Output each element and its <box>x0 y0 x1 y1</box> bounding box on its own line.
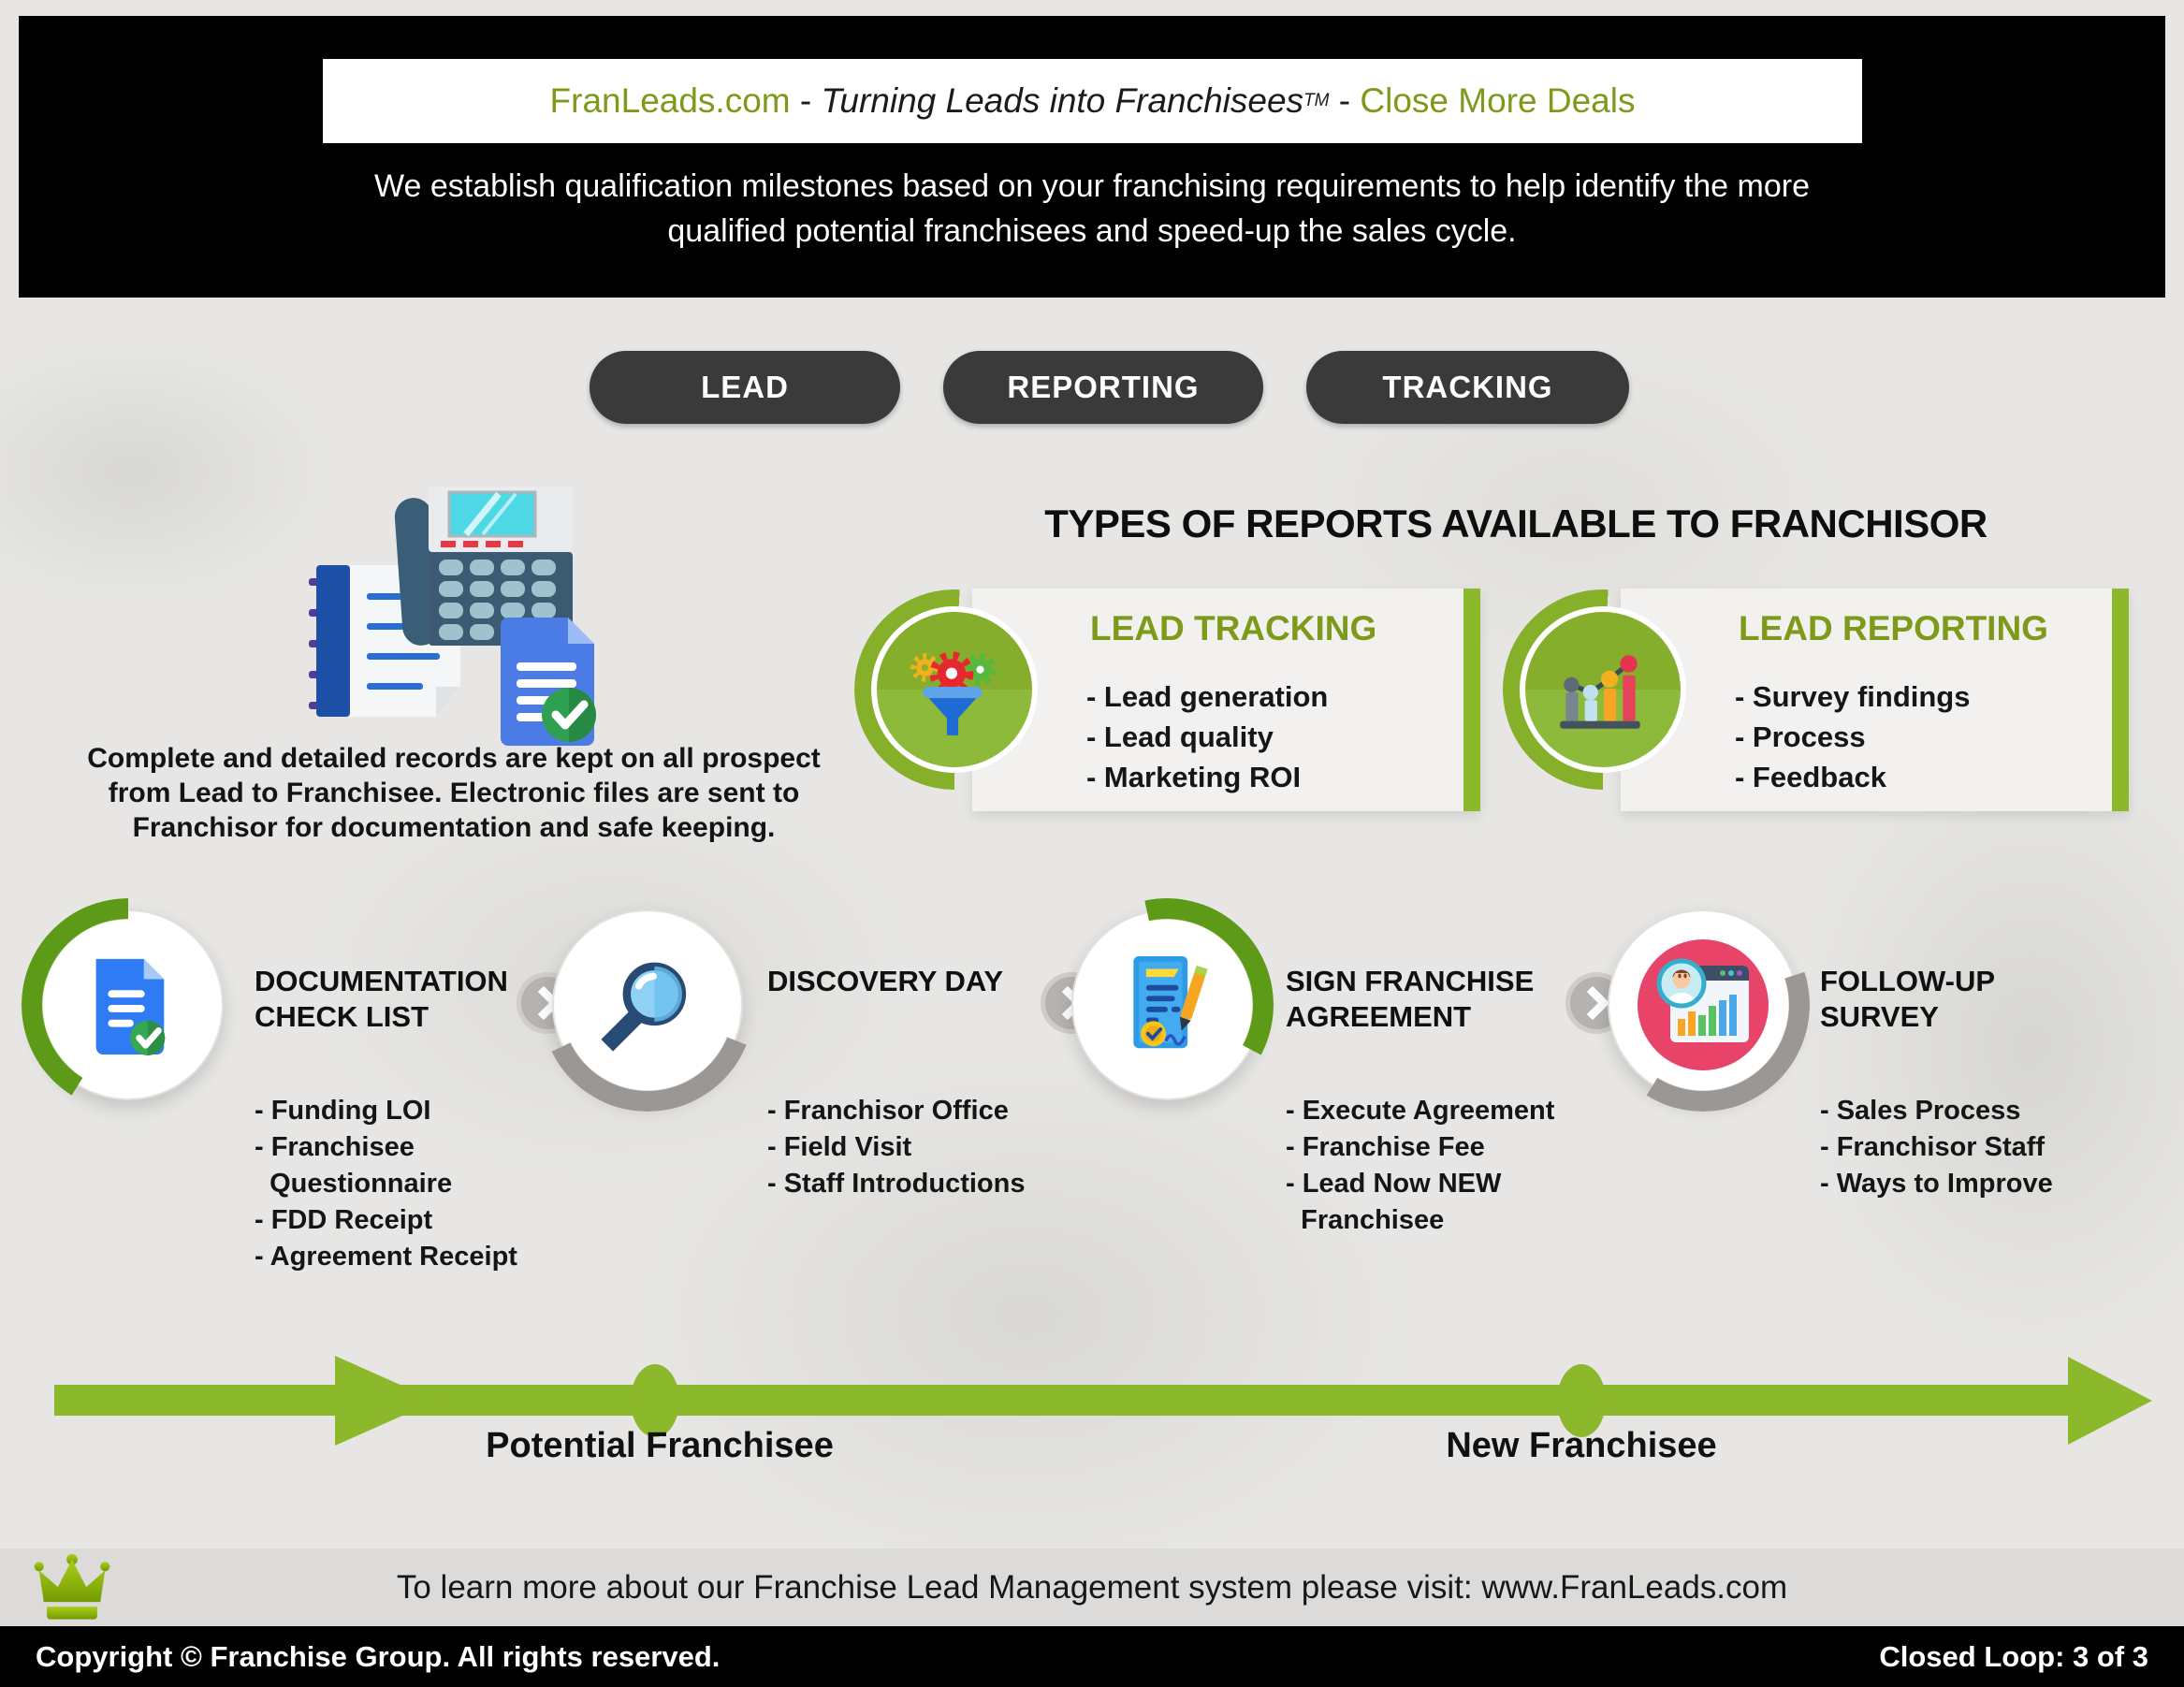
card-accent-bar <box>2112 589 2129 811</box>
list-item: - Funding LOI <box>255 1096 431 1126</box>
step-title-line: SIGN FRANCHISE <box>1286 965 1535 997</box>
list-item: - Marketing ROI <box>1086 761 1302 793</box>
pill-lead[interactable]: LEAD <box>590 351 900 424</box>
timeline-mid-arrow-icon <box>335 1356 436 1446</box>
timeline-label-potential: Potential Franchisee <box>486 1426 834 1465</box>
pill-tracking[interactable]: TRACKING <box>1306 351 1629 424</box>
card-title: LEAD TRACKING <box>1090 609 1377 647</box>
brand-name: FranLeads.com <box>549 81 791 120</box>
records-note-line: from Lead to Franchisee. Electronic file… <box>108 778 800 808</box>
step-title-line: AGREEMENT <box>1286 1000 1472 1033</box>
step-title-line: FOLLOW-UP <box>1820 965 1996 997</box>
reports-heading: TYPES OF REPORTS AVAILABLE TO FRANCHISOR <box>1044 502 1987 545</box>
card-accent-bar <box>1463 589 1480 811</box>
magnifier-icon <box>601 962 687 1052</box>
trademark-mark: TM <box>1303 91 1330 110</box>
list-item: - Franchisor Office <box>767 1096 1009 1126</box>
records-note-line: Complete and detailed records are kept o… <box>87 743 821 774</box>
step-circle-documentation <box>22 898 235 1112</box>
card-items: - Lead generation - Lead quality - Marketi… <box>1086 676 1328 797</box>
list-item: - Field Visit <box>767 1132 912 1162</box>
step-circle-discovery <box>541 898 754 1112</box>
crown-icon <box>33 1552 111 1623</box>
list-item: - FDD Receipt <box>255 1205 433 1235</box>
card-title: LEAD REPORTING <box>1739 609 2048 647</box>
list-item: - Staff Introductions <box>767 1169 1026 1199</box>
list-item: - Lead quality <box>1086 720 1274 753</box>
card-lead-tracking: LEAD TRACKING - Lead generation - Lead qu… <box>972 589 1480 811</box>
copyright-text: Copyright © Franchise Group. All rights … <box>36 1639 721 1673</box>
list-item: - Ways to Improve <box>1820 1169 2053 1199</box>
card-lead-reporting: LEAD REPORTING - Survey findings - Proces… <box>1621 589 2129 811</box>
step-items-documentation: - Funding LOI - Franchisee Questionnaire -… <box>255 1093 517 1275</box>
step-title-line: DISCOVERY DAY <box>767 965 1004 997</box>
timeline-dot <box>1557 1364 1606 1437</box>
records-note-line: Franchisor for documentation and safe ke… <box>132 812 776 843</box>
step-items-discovery: - Franchisor Office - Field Visit - Staff … <box>767 1093 1025 1202</box>
list-item: Questionnaire <box>255 1169 453 1199</box>
pill-nav: LEAD REPORTING TRACKING <box>590 351 1629 424</box>
survey-person-icon <box>1638 939 1769 1070</box>
subtitle-line: We establish qualification milestones ba… <box>374 168 1810 204</box>
step-circle-sign-agreement <box>1060 898 1274 1112</box>
info-bar: To learn more about our Franchise Lead M… <box>0 1549 2184 1626</box>
step-title-discovery: DISCOVERY DAY <box>767 964 1003 999</box>
subtitle-line: qualified potential franchisees and spee… <box>667 213 1517 249</box>
document-check-icon <box>95 958 166 1055</box>
header-band: FranLeads.com - Turning Leads into Franc… <box>19 16 2165 298</box>
list-item: - Franchisor Staff <box>1820 1132 2046 1162</box>
list-item: - Survey findings <box>1735 680 1971 713</box>
header-subtitle: We establish qualification milestones ba… <box>19 164 2165 254</box>
growth-chart-icon <box>1503 589 1703 790</box>
page-indicator: Closed Loop: 3 of 3 <box>1879 1639 2148 1673</box>
list-item: - Process <box>1735 720 1866 753</box>
step-items-sign-agreement: - Execute Agreement - Franchise Fee - Lead… <box>1286 1093 1554 1239</box>
list-item: - Lead generation <box>1086 680 1329 713</box>
list-item: - Execute Agreement <box>1286 1096 1555 1126</box>
list-item: - Agreement Receipt <box>255 1242 517 1272</box>
list-item: - Franchisee <box>255 1132 415 1162</box>
step-title-line: DOCUMENTATION <box>255 965 508 997</box>
list-item: - Feedback <box>1735 761 1886 793</box>
page-title: FranLeads.com - Turning Leads into Franc… <box>323 59 1862 143</box>
info-bar-text: To learn more about our Franchise Lead M… <box>396 1568 1788 1606</box>
cta-text: Close More Deals <box>1360 81 1636 120</box>
fax-records-icon <box>309 479 599 746</box>
step-title-line: CHECK LIST <box>255 1000 429 1033</box>
footer-bar: Copyright © Franchise Group. All rights … <box>0 1626 2184 1687</box>
step-items-follow-up: - Sales Process - Franchisor Staff - Ways … <box>1820 1093 2053 1202</box>
records-note: Complete and detailed records are kept o… <box>66 741 842 845</box>
timeline-dot <box>631 1364 679 1437</box>
sign-agreement-icon <box>1133 955 1208 1049</box>
funnel-gears-icon <box>854 589 1055 790</box>
timeline-label-new: New Franchisee <box>1446 1426 1717 1465</box>
tagline: Turning Leads into Franchisees <box>821 81 1304 120</box>
step-title-line: SURVEY <box>1820 1000 1939 1033</box>
pill-reporting[interactable]: REPORTING <box>943 351 1263 424</box>
list-item: - Franchise Fee <box>1286 1132 1485 1162</box>
list-item: - Lead Now NEW <box>1286 1169 1502 1199</box>
list-item: - Sales Process <box>1820 1096 2021 1126</box>
list-item: Franchisee <box>1286 1205 1445 1235</box>
timeline-end-arrow-icon <box>2068 1357 2152 1445</box>
card-items: - Survey findings - Process - Feedback <box>1735 676 1970 797</box>
step-circle-follow-up <box>1596 898 1810 1112</box>
